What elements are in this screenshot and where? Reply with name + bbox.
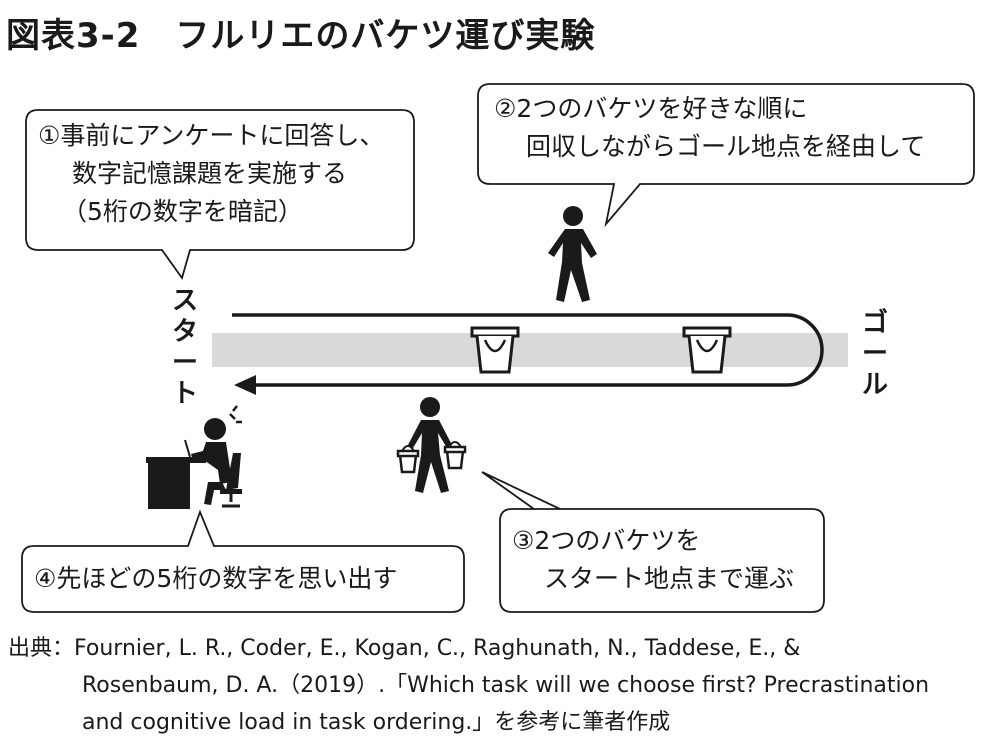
bucket-icon (682, 326, 732, 374)
step-3-text: ③2つのバケツを スタート地点まで運ぶ (512, 522, 794, 598)
step-3-line-1: ③2つのバケツを (512, 526, 701, 555)
step-1-line-3: （5桁の数字を暗記） (62, 197, 303, 226)
step-4-line-1: ④先ほどの5桁の数字を思い出す (34, 564, 398, 593)
goal-label: ゴール (861, 308, 888, 400)
step-1-line-1: ①事前にアンケートに回答し、 (38, 121, 385, 150)
step-1-text: ①事前にアンケートに回答し、 数字記憶課題を実施する （5桁の数字を暗記） (38, 117, 384, 231)
route-arrowhead (234, 375, 256, 395)
source-text-1: Fournier, L. R., Coder, E., Kogan, C., R… (74, 636, 801, 661)
speech-bubble-2 (477, 83, 975, 228)
step-2-line-2: 回収しながらゴール地点を経由して (526, 132, 926, 161)
person-carrying-buckets-icon (396, 397, 467, 493)
source-label: 出典： (8, 636, 75, 661)
speech-bubble-4 (21, 509, 465, 613)
walking-person-icon (548, 206, 597, 302)
person-at-desk-icon (146, 405, 242, 509)
step-2-text: ②2つのバケツを好きな順に 回収しながらゴール地点を経由して (494, 90, 925, 166)
route-line (232, 313, 824, 387)
step-3-line-2: スタート地点まで運ぶ (544, 564, 795, 593)
bucket-icon (470, 326, 520, 374)
start-label: スタート (171, 286, 198, 409)
speech-bubble-1 (25, 109, 415, 281)
step-1-line-2: 数字記憶課題を実施する (72, 159, 348, 188)
source-line-3: and cognitive load in task ordering.」を参考… (82, 710, 671, 735)
step-2-line-1: ②2つのバケツを好きな順に (494, 94, 808, 123)
source-line-1: 出典：Fournier, L. R., Coder, E., Kogan, C.… (8, 630, 929, 667)
speech-bubble-3 (481, 471, 825, 613)
source-line-2: Rosenbaum, D. A.（2019）.「Which task will … (82, 673, 930, 698)
figure-title: 図表3-2 フルリエのバケツ運び実験 (6, 16, 596, 56)
track (212, 333, 848, 367)
source-citation: 出典：Fournier, L. R., Coder, E., Kogan, C.… (8, 630, 929, 741)
step-4-text: ④先ほどの5桁の数字を思い出す (34, 560, 397, 598)
